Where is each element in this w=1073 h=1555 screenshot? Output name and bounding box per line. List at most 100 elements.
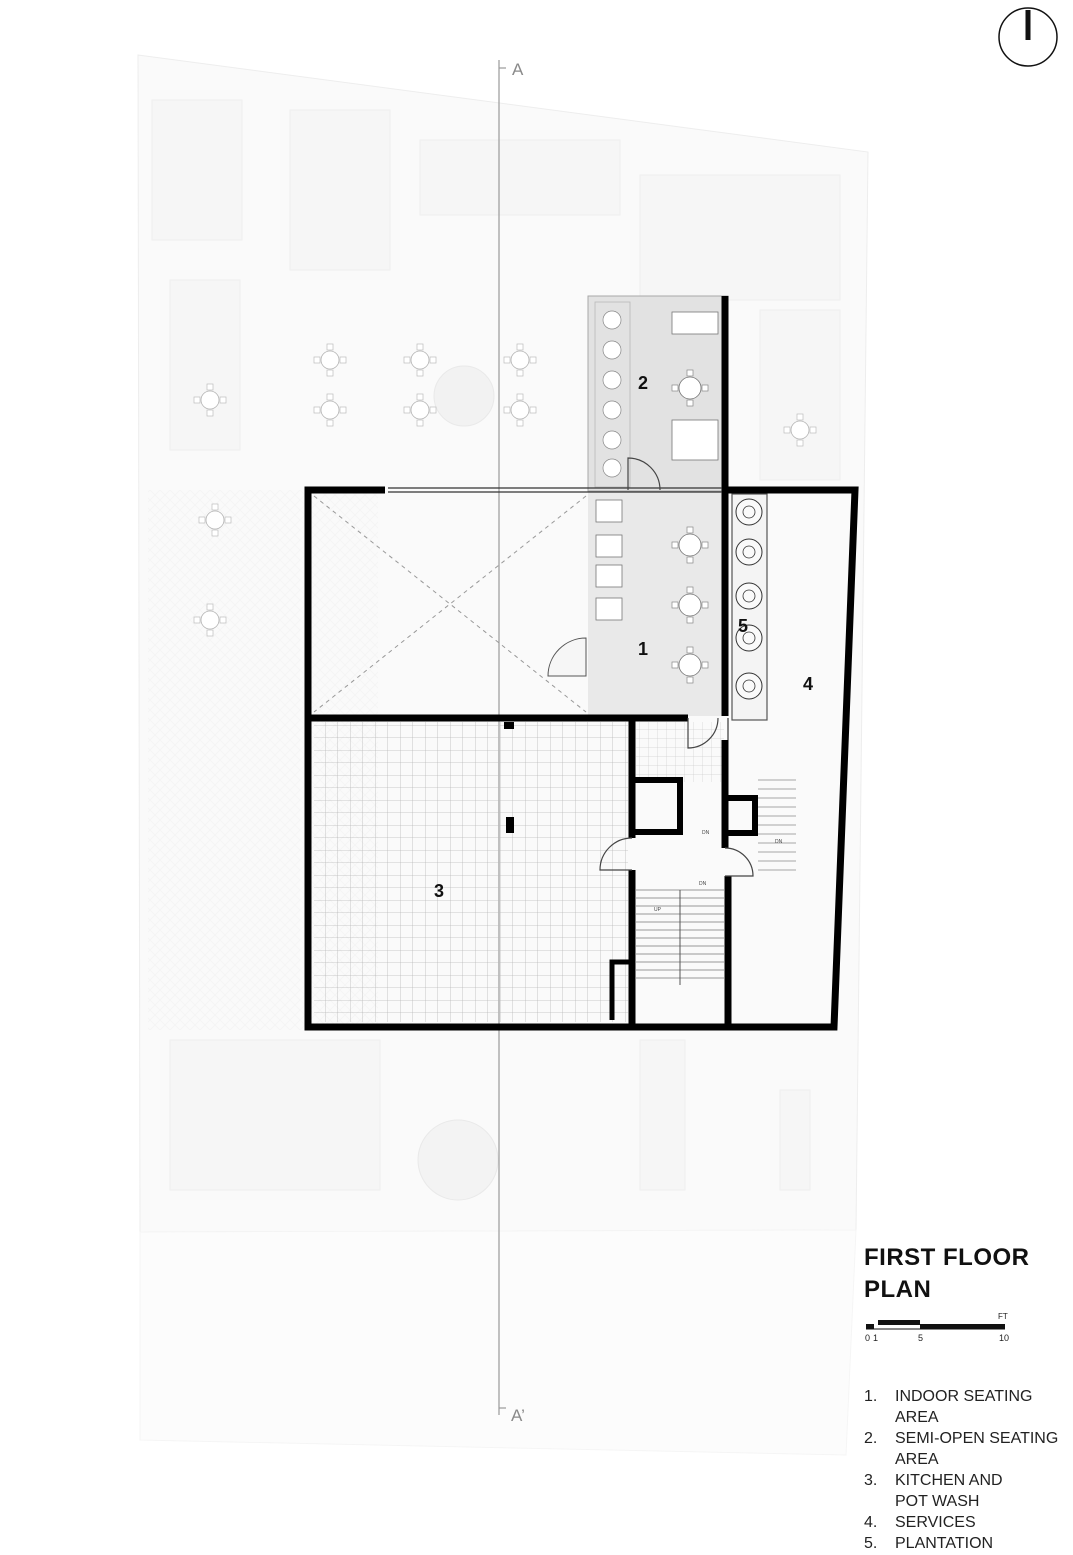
scale-tick-10: 10 [999,1333,1009,1343]
context-table [510,400,530,420]
chair [193,396,201,404]
chair [339,406,347,414]
plant-icon [735,624,763,652]
stool [602,310,622,330]
legend-number: 2. [864,1430,878,1447]
chair [516,419,524,427]
indoor-booth [595,499,623,523]
room-tag-5: 5 [738,616,748,636]
chair [701,541,709,549]
plant-icon [742,631,756,645]
legend-text: KITCHEN AND [895,1472,1003,1489]
context-table [200,390,220,410]
spiral-stair [547,637,587,677]
chair [313,356,321,364]
chair [686,526,694,534]
legend-text: POT WASH [895,1493,980,1510]
stool [602,458,622,478]
room-tag-3: 3 [434,881,444,901]
legend-text: SEMI-OPEN SEATING [895,1430,1059,1447]
scale-tick-5: 5 [918,1333,923,1343]
plant-icon [735,498,763,526]
chair [403,356,411,364]
chair [326,419,334,427]
drawing-title: FIRST FLOOR PLAN [864,1242,1029,1306]
stool [602,370,622,390]
chair [503,356,511,364]
title-line-2: PLAN [864,1276,932,1303]
legend-text: SERVICES [895,1514,976,1531]
lobby-tile-floor [636,722,724,782]
chair [429,356,437,364]
legend-number: 5. [864,1535,878,1552]
legend-text: PLANTATION [895,1535,994,1552]
chair [211,529,219,537]
chair [198,516,206,524]
legend-item: 5. PLANTATION [864,1533,1069,1554]
indoor-booth [595,564,623,588]
void-opening [313,495,587,713]
chair [416,419,424,427]
context-table [320,400,340,420]
legend-text: AREA [895,1409,939,1426]
room-tag-1: 1 [638,639,648,659]
chair [416,393,424,401]
walls [304,296,859,1031]
indoor-booth [595,534,623,558]
chair [671,661,679,669]
chair [219,616,227,624]
legend-item: 2. SEMI-OPEN SEATING AREA [864,1428,1069,1470]
plant-icon [735,672,763,700]
chair [783,426,791,434]
stool [602,430,622,450]
plant-icon [735,582,763,610]
semi-open-table [671,419,719,461]
legend-item: 3. KITCHEN AND POT WASH [864,1470,1069,1512]
room-tag-4: 4 [803,674,813,694]
chair [211,503,219,511]
title-line-1: FIRST FLOOR [864,1244,1030,1271]
chair [219,396,227,404]
north-arrow-icon [998,7,1058,67]
chair [671,601,679,609]
kitchen-tile-floor [314,722,628,1022]
scale-bar: FT 0 1 5 10 [865,1312,1009,1343]
chair [326,343,334,351]
chair [206,603,214,611]
chair [529,406,537,414]
room-tag-2: 2 [638,373,648,393]
legend-text: AREA [895,1451,939,1468]
chair [193,616,201,624]
indoor-round-table [678,533,702,557]
stair-up-label: UP [654,907,662,913]
context-table [205,510,225,530]
scale-unit: FT [998,1312,1008,1321]
semi-open-table [671,311,719,335]
chair [206,409,214,417]
context-table [410,400,430,420]
chair [671,541,679,549]
context-table [510,350,530,370]
chair [339,356,347,364]
room-tags: 1 2 3 4 5 [434,373,813,901]
context-table [790,420,810,440]
chair [313,406,321,414]
chair [326,393,334,401]
chair [529,356,537,364]
chair [701,384,709,392]
chair [206,629,214,637]
chair [516,393,524,401]
legend-item: 4. SERVICES [864,1512,1069,1533]
legend-number: 3. [864,1472,878,1489]
chair [516,343,524,351]
chair [686,676,694,684]
chair [503,406,511,414]
semi-open-seating-area [587,295,729,492]
indoor-booth [595,597,623,621]
chair [796,413,804,421]
planter [731,493,768,721]
context-table [410,350,430,370]
plant-icon [742,679,756,693]
